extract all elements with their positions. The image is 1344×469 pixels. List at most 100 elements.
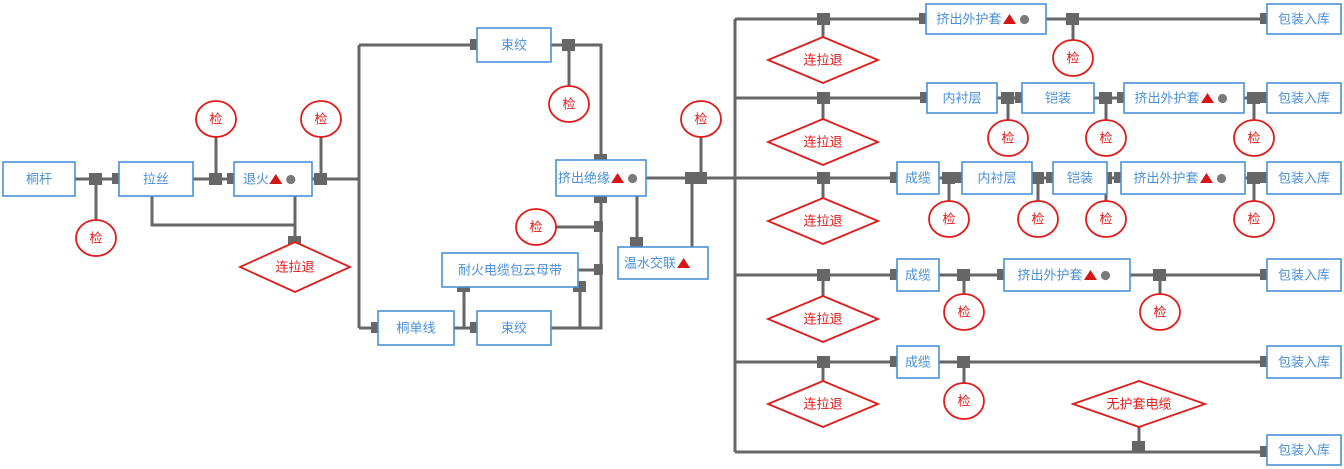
node-diamond-r5d[interactable]: 连拉退 (765, 380, 881, 428)
node-label: 挤出外护套 (936, 11, 1001, 26)
edge-shujiao-naihuo (551, 287, 582, 330)
node-box-r2a[interactable]: 内衬层 (926, 82, 998, 114)
node-label: 内衬层 (942, 90, 981, 105)
node-box-n8[interactable]: 束绞 (476, 27, 552, 63)
node-ellipse (515, 208, 557, 246)
node-box-r1c[interactable]: 包装入库 (1266, 3, 1342, 35)
node-label: 退火 (243, 171, 269, 186)
arrowhead (890, 356, 899, 367)
node-diamond (765, 36, 881, 84)
node-label: 桐杆 (26, 171, 52, 186)
node-box-r6c[interactable]: 包装入库 (1266, 434, 1342, 466)
arrowhead (1031, 172, 1044, 184)
node-label: 检 (1099, 211, 1112, 226)
node-diamond-r1d[interactable]: 连拉退 (765, 36, 881, 84)
node-ellipse-r2f[interactable]: 检 (1233, 119, 1275, 157)
node-ellipse-n4[interactable]: 检 (195, 100, 237, 138)
node-box-r3c[interactable]: 内衬层 (961, 161, 1033, 195)
node-box-r5a[interactable]: 成缆 (896, 345, 940, 379)
node-box-r2e[interactable]: 挤出外护套 (1123, 82, 1245, 114)
node-label: 检 (529, 219, 542, 234)
node-box-r2g[interactable]: 包装入库 (1266, 82, 1342, 114)
arrowhead (573, 281, 586, 292)
node-ellipse-r2d[interactable]: 检 (1085, 119, 1127, 157)
node-label: 检 (1001, 130, 1014, 145)
node-ellipse-r3b[interactable]: 检 (928, 200, 970, 238)
node-box-n1[interactable]: 桐杆 (2, 161, 76, 197)
node-box-r3g[interactable]: 挤出外护套 (1120, 161, 1246, 195)
node-box-r4c[interactable]: 挤出外护套 (1003, 258, 1131, 292)
node-diamond-n7[interactable]: 连拉退 (237, 241, 353, 293)
node-box-n5[interactable]: 退火 (233, 161, 313, 197)
node-label: 检 (89, 230, 102, 245)
arrowhead (919, 13, 928, 24)
node-label: 检 (1066, 50, 1079, 65)
node-box-r3i[interactable]: 包装入库 (1266, 161, 1342, 195)
node-rect (441, 252, 579, 288)
triangle-mark-icon (677, 258, 691, 268)
node-box-r2c[interactable]: 铠装 (1021, 82, 1095, 114)
node-box-r3a[interactable]: 成缆 (896, 161, 940, 195)
node-box-r4a[interactable]: 成缆 (896, 258, 940, 292)
arrowhead (89, 173, 102, 185)
node-rect (1021, 82, 1095, 114)
node-ellipse-r2b[interactable]: 检 (987, 119, 1029, 157)
node-box-n11[interactable]: 束绞 (476, 310, 552, 346)
node-ellipse-r4b[interactable]: 检 (943, 293, 985, 331)
node-ellipse (548, 85, 590, 123)
node-label: 检 (562, 96, 575, 111)
node-box-n15[interactable]: 温水交联 (617, 246, 709, 280)
node-label: 包装入库 (1278, 442, 1330, 457)
node-diamond-r2h[interactable]: 连拉退 (765, 118, 881, 166)
node-box-r4e[interactable]: 包装入库 (1266, 258, 1342, 292)
node-label: 束绞 (501, 320, 527, 335)
node-box-r1a[interactable]: 挤出外护套 (925, 3, 1047, 35)
node-ellipse-n9[interactable]: 检 (548, 85, 590, 123)
arrowhead (685, 172, 698, 184)
arrowhead (817, 13, 830, 25)
node-box-n3[interactable]: 拉丝 (118, 161, 194, 197)
dot-mark-icon (286, 174, 296, 185)
node-rect (925, 3, 1047, 35)
arrowhead (1260, 356, 1269, 367)
node-ellipse-r5b[interactable]: 检 (943, 382, 985, 420)
triangle-mark-icon (1200, 173, 1213, 183)
node-ellipse-r4d[interactable]: 检 (1139, 293, 1181, 331)
node-ellipse-n13[interactable]: 检 (515, 208, 557, 246)
arrowhead (1247, 172, 1260, 184)
node-label: 连拉退 (803, 311, 842, 326)
node-ellipse-n16[interactable]: 检 (680, 100, 722, 138)
node-ellipse (300, 100, 342, 138)
node-ellipse-r3d[interactable]: 检 (1017, 200, 1059, 238)
arrowhead (630, 237, 643, 248)
node-ellipse-r3h[interactable]: 检 (1233, 200, 1275, 238)
node-ellipse-r3f[interactable]: 检 (1085, 200, 1127, 238)
node-box-n12[interactable]: 耐火电缆包云母带 (441, 252, 579, 288)
node-ellipse (1139, 293, 1181, 331)
node-label: 铠装 (1067, 170, 1093, 185)
node-rect (1266, 82, 1342, 114)
node-box-r5c[interactable]: 包装入库 (1266, 345, 1342, 379)
node-ellipse-r1b[interactable]: 检 (1052, 39, 1094, 77)
arrowhead (817, 172, 830, 184)
arrowhead (371, 322, 380, 333)
arrowhead (470, 322, 479, 333)
node-box-r3e[interactable]: 铠装 (1052, 161, 1108, 195)
node-label: 检 (694, 111, 707, 126)
node-ellipse-n6[interactable]: 检 (300, 100, 342, 138)
node-diamond-r3j[interactable]: 连拉退 (765, 197, 881, 245)
node-ellipse (987, 119, 1029, 157)
arrowhead (955, 172, 964, 183)
node-diamond-r4f[interactable]: 连拉退 (765, 295, 881, 343)
arrowhead (997, 269, 1006, 280)
node-diamond (765, 197, 881, 245)
node-rect (476, 27, 552, 63)
node-ellipse (1233, 200, 1275, 238)
node-ellipse-n2[interactable]: 检 (75, 219, 117, 257)
dot-mark-icon (1100, 270, 1111, 281)
node-box-n10[interactable]: 桐单线 (377, 310, 455, 346)
node-box-n14[interactable]: 挤出绝缘 (555, 159, 647, 197)
node-diamond-r5e[interactable]: 无护套电缆 (1070, 380, 1208, 428)
